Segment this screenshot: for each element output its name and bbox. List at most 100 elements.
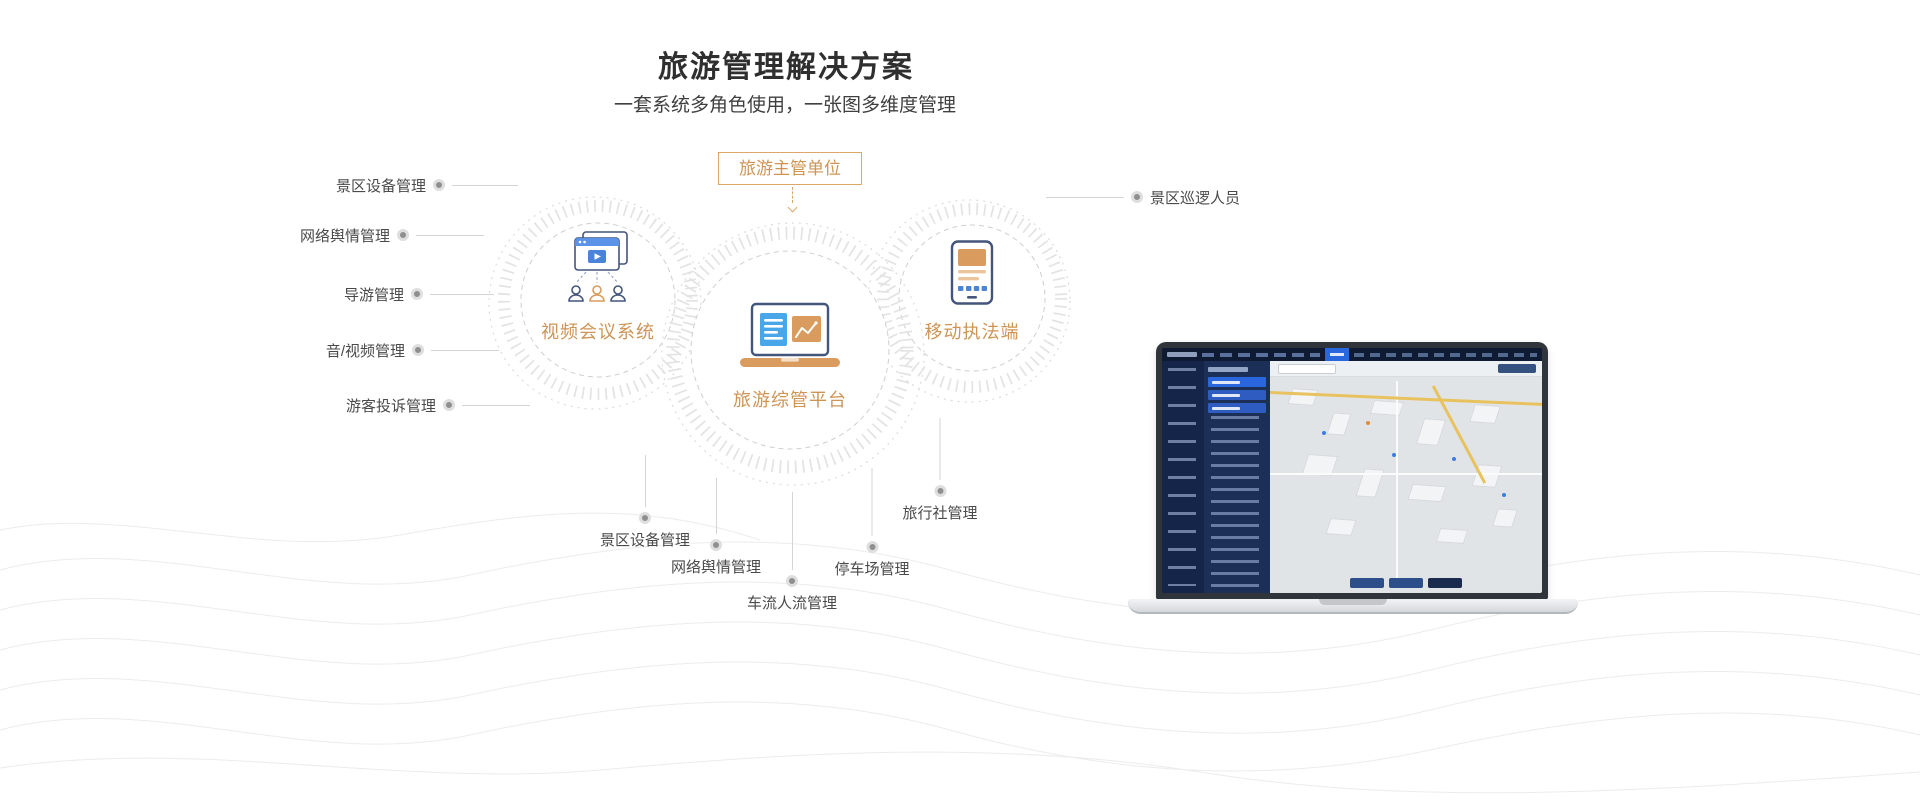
- map-marker: [1322, 431, 1326, 435]
- page-title: 旅游管理解决方案: [658, 51, 914, 84]
- arrow-down-icon: [787, 202, 798, 213]
- background-contour-lines: [0, 512, 1920, 794]
- panel-selected-row: [1208, 377, 1266, 387]
- connector-dot: [397, 229, 409, 241]
- connector-dot: [443, 399, 455, 411]
- right-item-label: 景区巡逻人员: [1150, 189, 1241, 207]
- connector-dot: [933, 485, 946, 497]
- authority-arrow: [787, 187, 798, 213]
- node-label-video-conference: 视频会议系统: [541, 322, 655, 342]
- connector-line: [644, 455, 646, 507]
- left-item-tour-guide: 导游管理: [343, 285, 494, 304]
- connector-line: [1046, 196, 1124, 198]
- node-label-tourism-platform: 旅游综管平台: [733, 390, 847, 410]
- dashboard-logo: [1167, 352, 1197, 357]
- connector-dot: [1131, 191, 1143, 203]
- map-road-white: [1396, 381, 1398, 581]
- map-building: [1326, 412, 1352, 436]
- authority-box: 旅游主管单位: [718, 152, 862, 185]
- map-tab: [1350, 578, 1384, 588]
- connector-dot: [638, 512, 651, 524]
- left-item-label: 音/视频管理: [325, 342, 405, 360]
- map-road-white: [1270, 473, 1542, 475]
- map-building: [1287, 388, 1319, 406]
- map-building: [1492, 508, 1518, 528]
- map-tab: [1389, 578, 1423, 588]
- map-marker: [1502, 493, 1506, 497]
- left-item-label: 景区设备管理: [335, 177, 426, 195]
- node-label-mobile-enforcement: 移动执法端: [924, 322, 1020, 342]
- connector-line: [452, 184, 518, 186]
- laptop-chart-icon: [734, 302, 846, 375]
- dashboard-sidebar: [1162, 361, 1204, 593]
- dashboard-body: [1162, 361, 1542, 593]
- bottom-item-label: 旅行社管理: [902, 505, 978, 522]
- node-video-conference-system: 视频会议系统: [483, 185, 713, 415]
- map-tab: [1428, 578, 1462, 588]
- connector-line: [430, 293, 494, 295]
- connector-line: [431, 349, 499, 351]
- map-building: [1469, 404, 1501, 424]
- bottom-item-parking: 停车场管理: [834, 468, 910, 579]
- connector-line: [939, 418, 941, 480]
- map-building: [1415, 418, 1447, 446]
- bottom-item-label: 车流人流管理: [746, 595, 838, 612]
- video-conference-icon: [550, 231, 646, 320]
- map-building: [1435, 528, 1469, 544]
- laptop-base: [1128, 599, 1578, 614]
- map-filter-select: [1278, 364, 1336, 374]
- dashboard-nav-items-right: [1354, 352, 1537, 357]
- connector-dot: [785, 575, 798, 587]
- connector-line: [462, 404, 530, 406]
- connector-line: [715, 478, 717, 534]
- map-bottom-tabs: [1350, 578, 1462, 588]
- map-marker: [1452, 457, 1456, 461]
- page-subtitle: 一套系统多角色使用，一张图多维度管理: [613, 95, 957, 116]
- left-item-label: 网络舆情管理: [299, 227, 390, 245]
- dashboard-map-view: [1270, 361, 1542, 593]
- bottom-item-traffic-flow: 车流人流管理: [747, 492, 837, 613]
- left-item-device-management: 景区设备管理: [335, 176, 518, 195]
- bottom-item-label: 景区设备管理: [599, 532, 691, 549]
- dashboard-nav-items: [1202, 352, 1320, 357]
- panel-selected-row: [1208, 403, 1266, 413]
- bottom-item-label: 停车场管理: [834, 561, 910, 578]
- panel-rows-placeholder: [1211, 416, 1259, 587]
- panel-selected-row: [1208, 390, 1266, 400]
- map-building: [1325, 518, 1357, 536]
- connector-line: [871, 468, 873, 536]
- dashboard-active-tab: [1325, 348, 1349, 361]
- bottom-item-label: 网络舆情管理: [670, 559, 762, 576]
- map-marker: [1392, 453, 1396, 457]
- sidebar-menu-placeholder: [1168, 368, 1196, 586]
- connector-line: [416, 234, 484, 236]
- left-item-audio-video: 音/视频管理: [325, 341, 499, 360]
- bottom-item-device-management: 景区设备管理: [600, 455, 690, 550]
- bottom-item-public-opinion: 网络舆情管理: [671, 478, 761, 577]
- left-item-public-opinion: 网络舆情管理: [299, 226, 484, 245]
- map-action-button: [1498, 363, 1536, 373]
- left-item-label: 游客投诉管理: [345, 397, 436, 415]
- right-item-patrol-staff: 景区巡逻人员: [1046, 188, 1241, 207]
- connector-dot: [412, 344, 424, 356]
- dashboard-list-panel: [1204, 361, 1270, 593]
- laptop-screen: [1156, 342, 1548, 600]
- map-building: [1407, 483, 1447, 503]
- dashboard-screenshot: [1162, 348, 1542, 593]
- laptop-mockup: [1128, 342, 1578, 624]
- connector-dot: [709, 539, 722, 551]
- connector-dot: [865, 541, 878, 553]
- connector-line: [791, 492, 793, 570]
- connector-dot: [411, 288, 423, 300]
- left-item-complaints: 游客投诉管理: [345, 396, 530, 415]
- bottom-item-travel-agency: 旅行社管理: [902, 418, 978, 523]
- connector-dot: [433, 179, 445, 191]
- authority-dashed-line: [792, 187, 793, 203]
- map-marker-orange: [1366, 421, 1370, 425]
- left-item-label: 导游管理: [343, 286, 404, 304]
- smartphone-icon: [945, 240, 999, 315]
- node-tourism-platform: 旅游综管平台: [650, 210, 930, 490]
- map-building: [1369, 399, 1405, 417]
- dashboard-topbar: [1162, 348, 1542, 361]
